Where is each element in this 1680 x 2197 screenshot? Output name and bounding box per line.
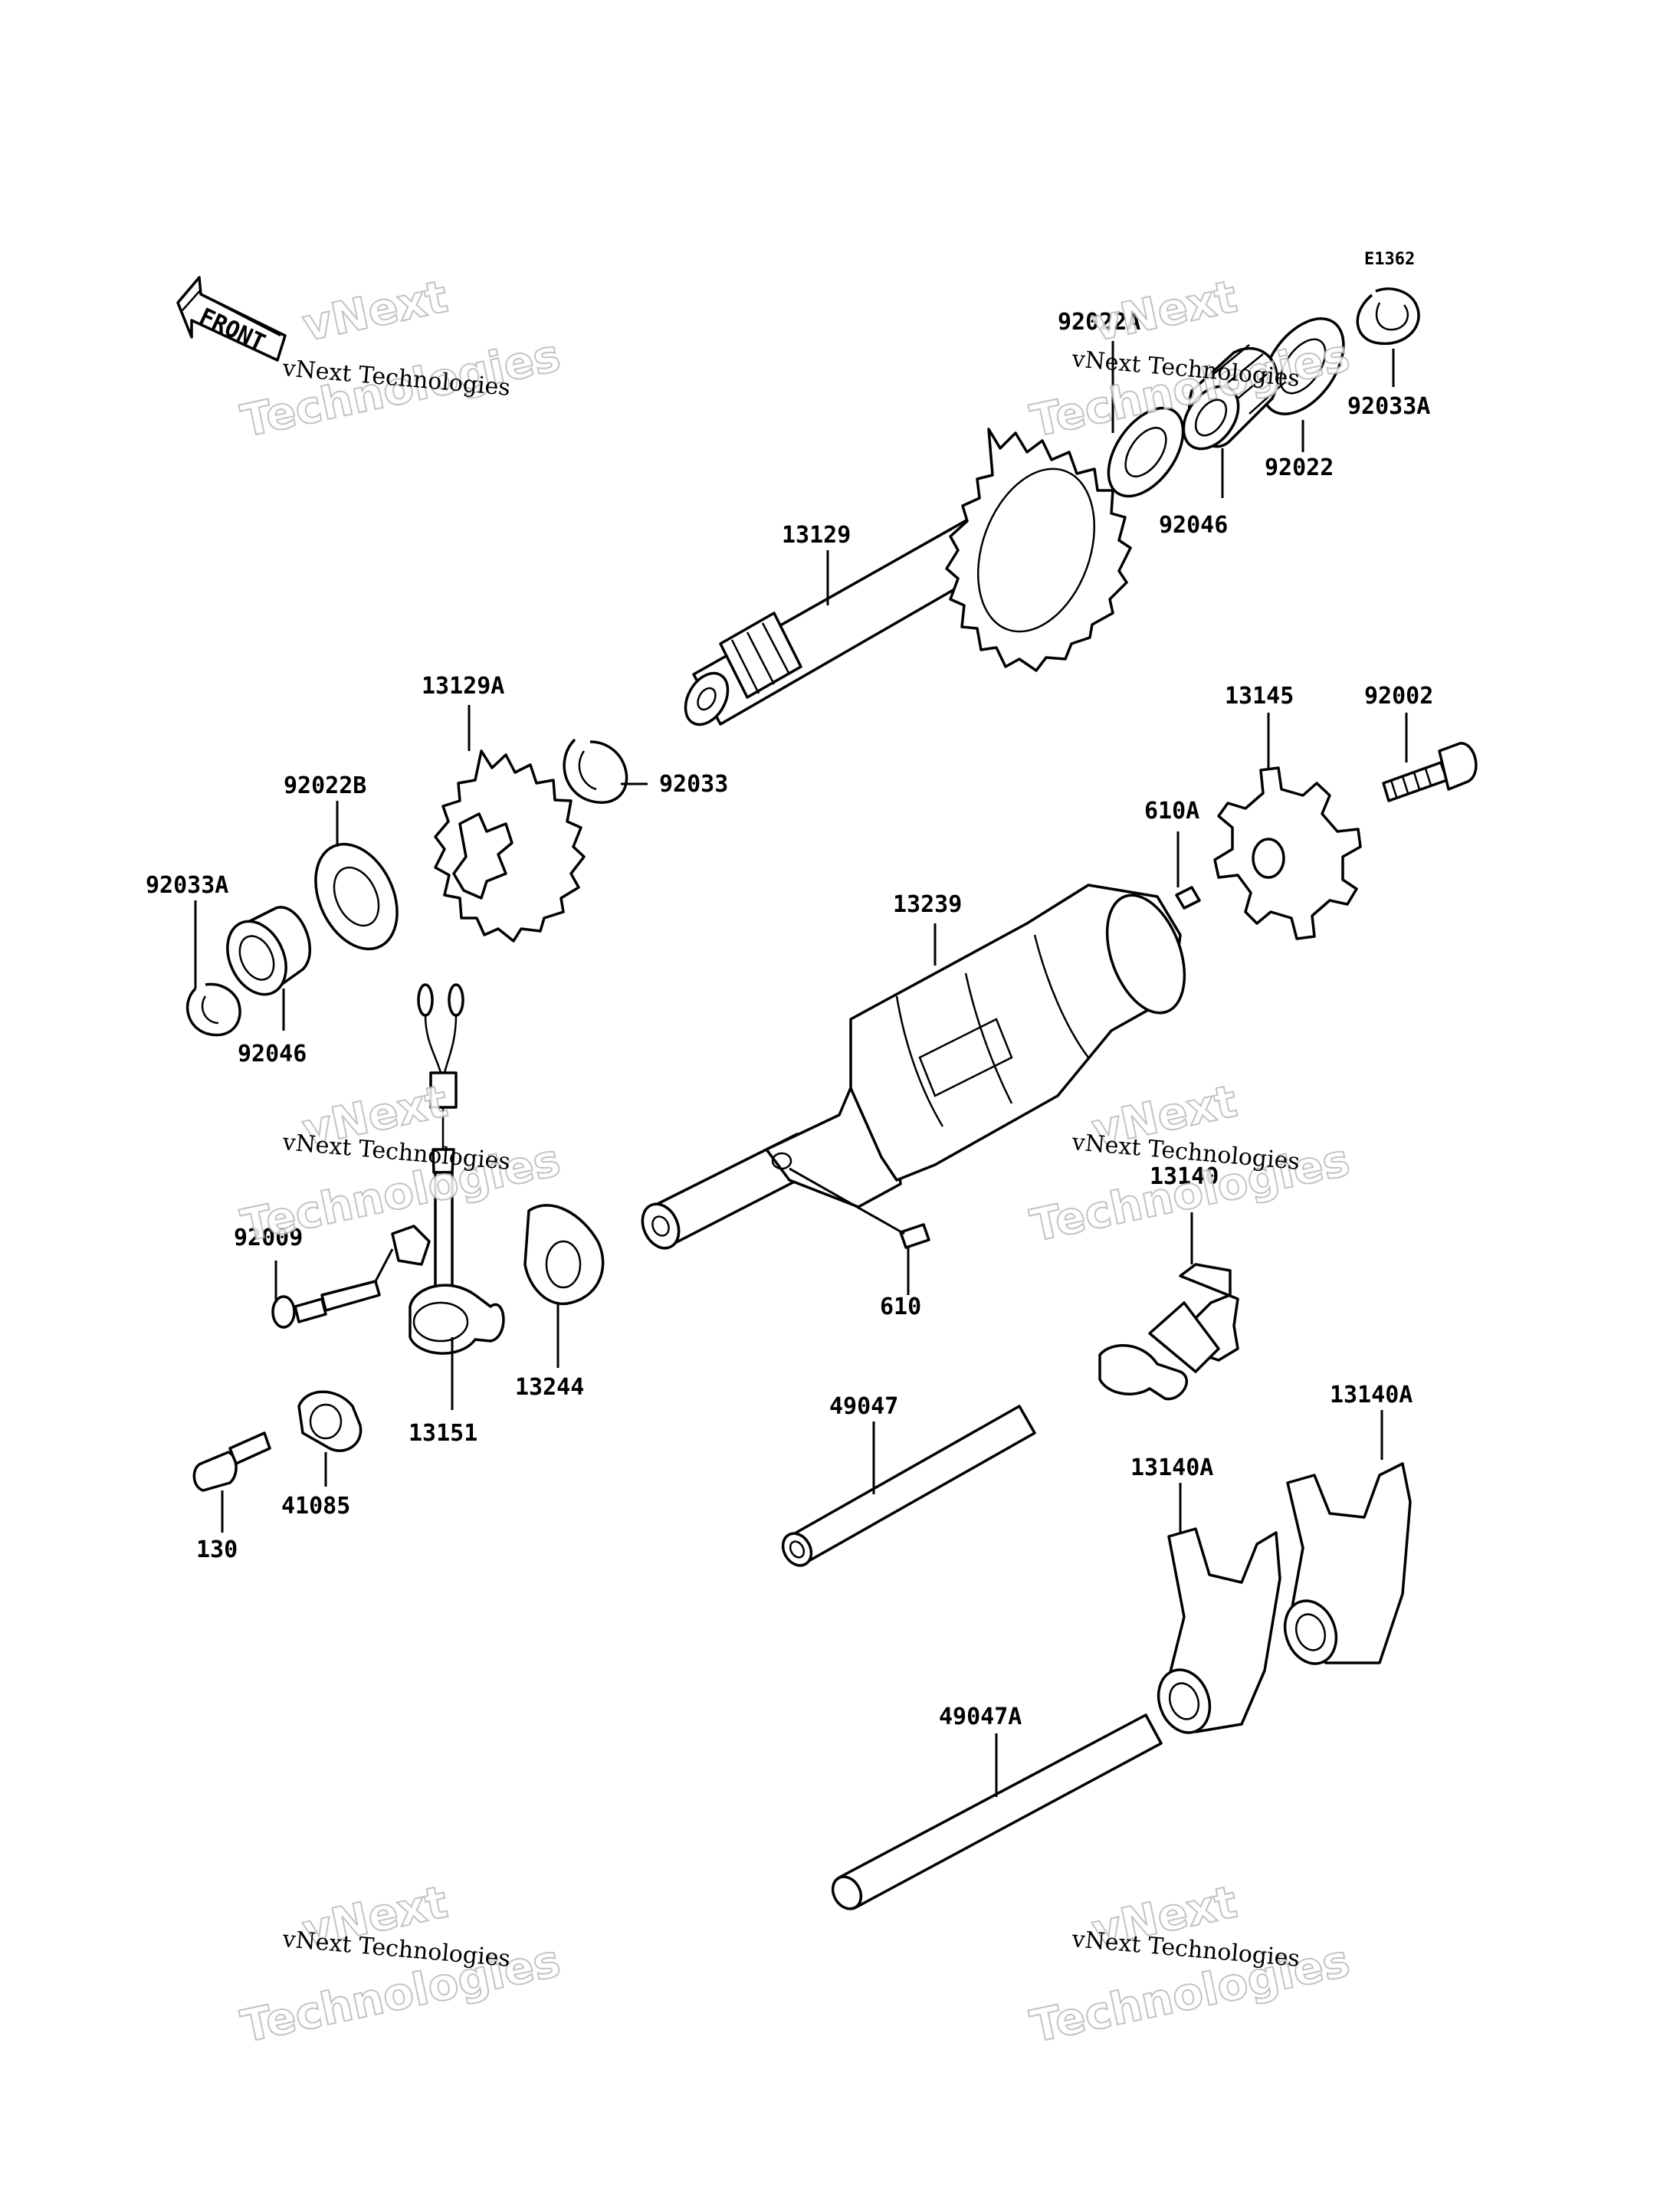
label-92022: 92022 (1265, 454, 1334, 481)
label-13129a: 13129A (422, 673, 504, 700)
front-arrow-icon: FRONT (176, 276, 287, 362)
label-13140a-middle: 13140A (1130, 1454, 1213, 1481)
watermark-top-left: vNext Technologies vNext Technologies (236, 270, 566, 448)
gear-13129a (434, 749, 586, 943)
label-130: 130 (196, 1536, 238, 1563)
label-92033: 92033 (659, 771, 728, 798)
watermark-mid-left: vNext Technologies vNext Technologies (236, 1074, 566, 1253)
label-13239: 13239 (893, 891, 962, 918)
washer-92022 (1261, 317, 1345, 415)
washer-92022a (1107, 406, 1185, 498)
gear-position-switch-13151 (391, 983, 505, 1355)
watermark-bottom-left: vNext Technologies vNext Technologies (236, 1875, 566, 2054)
bolt-130 (192, 1431, 271, 1492)
label-92009: 92009 (234, 1225, 303, 1251)
label-92022a: 92022A (1058, 309, 1140, 336)
label-41085: 41085 (281, 1493, 350, 1520)
label-49047: 49047 (829, 1393, 898, 1420)
circlip-92033a-top (1356, 287, 1420, 346)
label-610: 610 (880, 1294, 921, 1320)
watermark-bottom-right: vNext Technologies vNext Technologies (1025, 1875, 1355, 2054)
shift-fork-13140a-middle (1157, 1527, 1281, 1734)
needle-bearing-92046-top (1182, 344, 1285, 451)
watermark-mid-right: vNext Technologies vNext Technologies (1025, 1074, 1355, 1253)
shift-drum-cam-13145 (1213, 766, 1362, 940)
label-13244: 13244 (515, 1374, 584, 1401)
bearing-41085 (297, 1390, 363, 1452)
pin-610a (1175, 886, 1201, 910)
svg-text:vNext: vNext (298, 271, 452, 352)
label-49047a: 49047A (939, 1703, 1022, 1730)
shaft-13129 (684, 428, 1132, 726)
label-92002: 92002 (1364, 683, 1433, 710)
label-92033a-top: 92033A (1347, 393, 1430, 420)
leader-lines (194, 341, 1408, 1797)
label-13140: 13140 (1150, 1163, 1219, 1190)
label-13151: 13151 (409, 1420, 477, 1447)
label-92022b: 92022B (284, 772, 366, 799)
label-610a: 610A (1144, 798, 1199, 825)
washer-92022b (314, 842, 399, 951)
label-92046-top: 92046 (1159, 512, 1228, 539)
diagram-code: E1362 (1364, 250, 1415, 269)
cam-13244 (523, 1204, 605, 1306)
circlip-92033a-left (186, 982, 241, 1037)
svg-text:vNext: vNext (1088, 271, 1242, 352)
pin-610 (899, 1223, 930, 1249)
label-92033a-left: 92033A (146, 872, 228, 899)
rod-49047a (831, 1713, 1163, 1910)
label-13140a-right: 13140A (1330, 1382, 1413, 1408)
label-13129: 13129 (782, 522, 851, 549)
shift-drum-13239 (641, 884, 1186, 1250)
needle-bearing-92046-left (226, 906, 312, 996)
screw-92009 (271, 1280, 381, 1329)
rod-49047 (781, 1405, 1036, 1567)
shift-fork-13140 (1098, 1263, 1239, 1401)
shift-fork-13140a-right (1283, 1462, 1412, 1665)
label-92046-left: 92046 (238, 1041, 307, 1067)
circlip-92033 (563, 738, 628, 804)
part-labels: 92033A 92022 92046 92022A 13129 13129A 9… (146, 309, 1433, 1730)
label-13145: 13145 (1225, 683, 1294, 710)
bolt-92002 (1382, 742, 1478, 802)
